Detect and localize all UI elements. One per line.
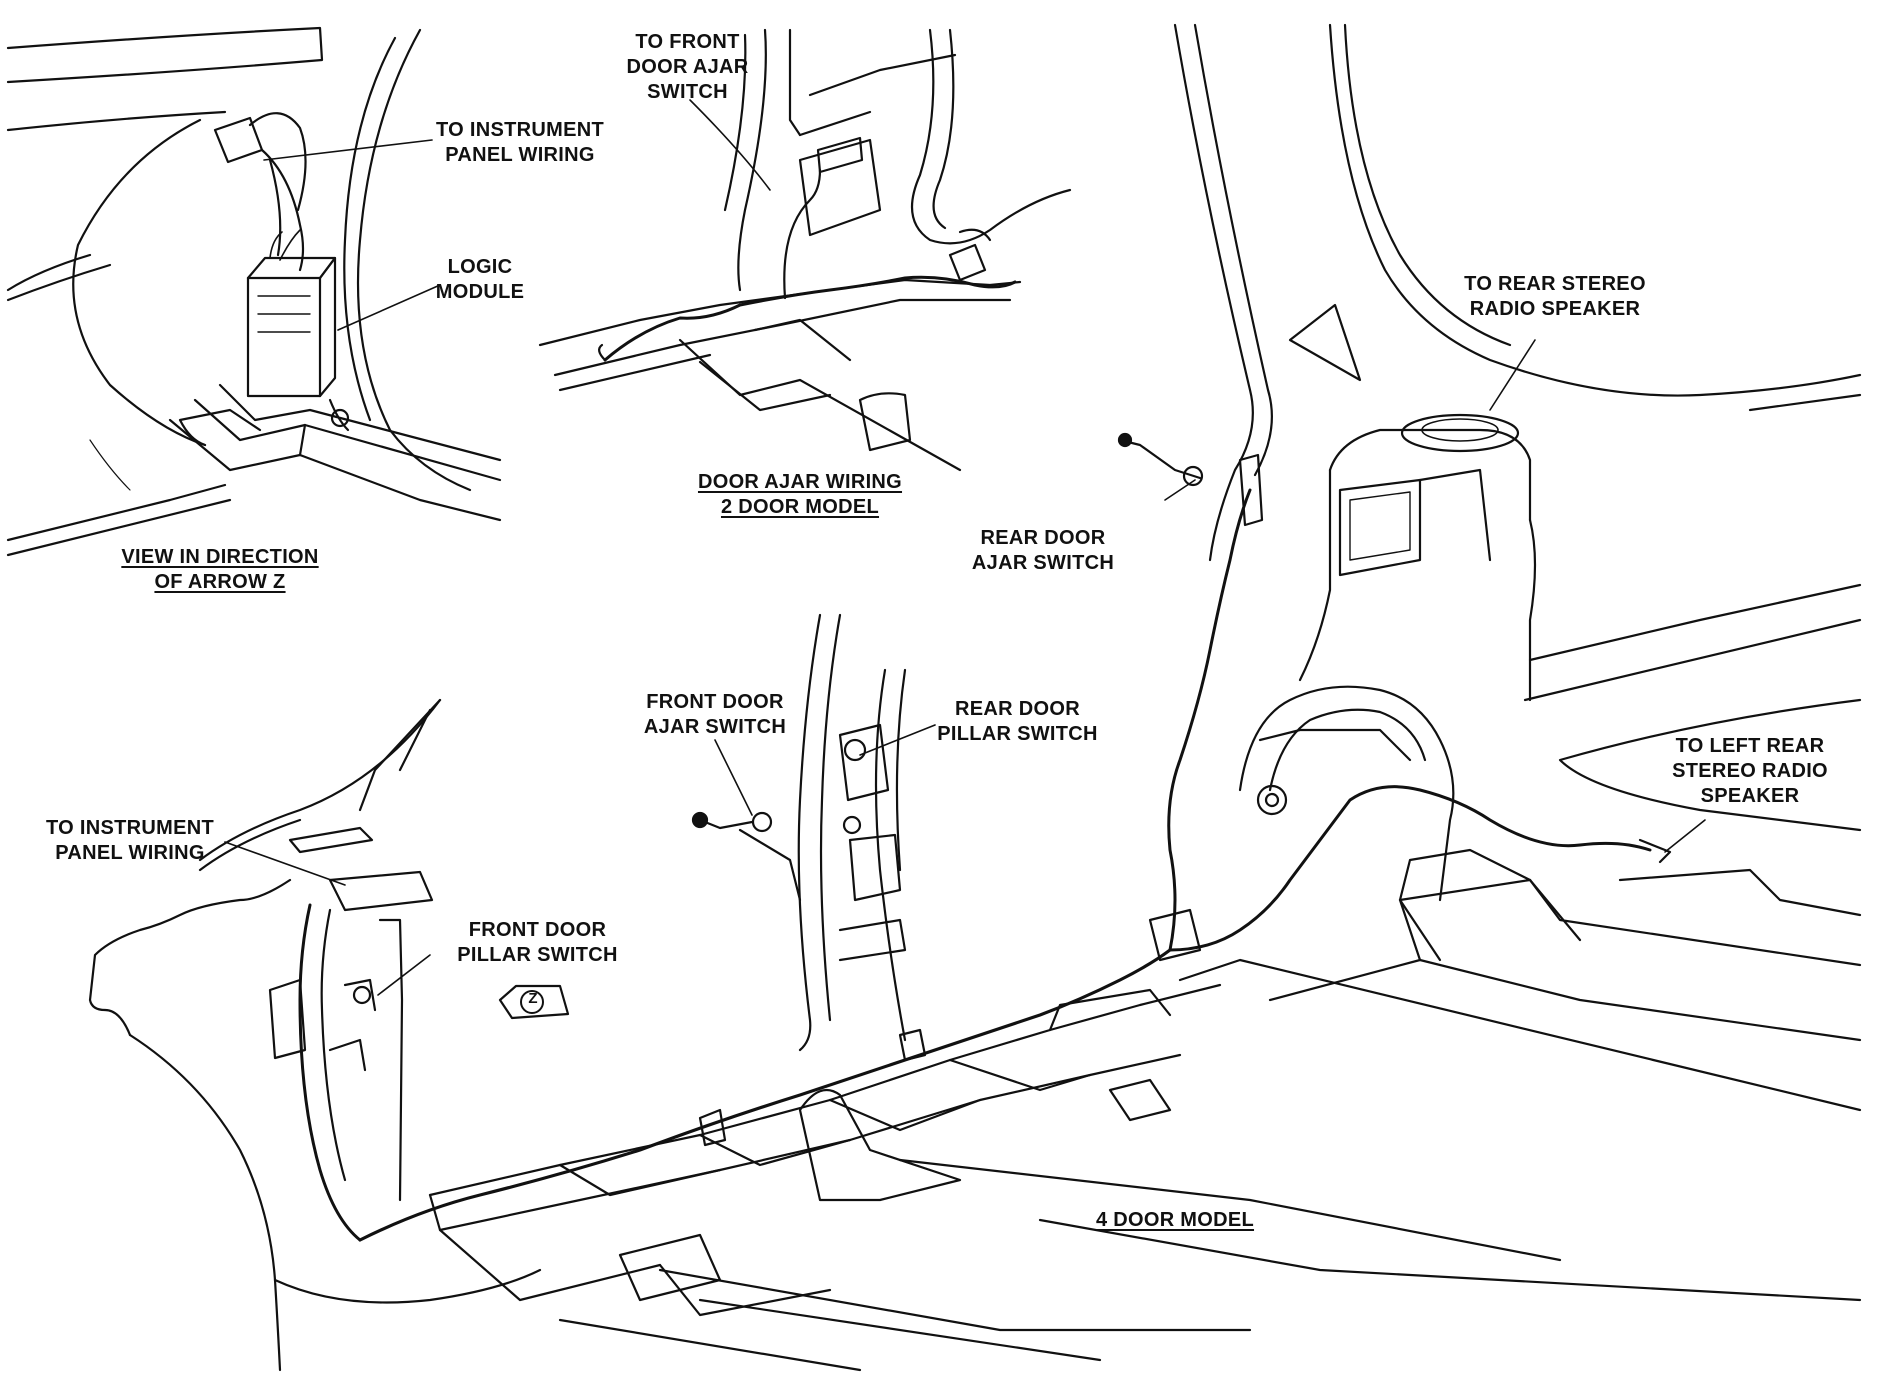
inset-2-door-model — [538, 28, 1072, 472]
main-4-door-model — [88, 23, 1862, 1372]
inset-arrow-z-view — [6, 26, 502, 557]
caption-view-in-direction-of-arrow-z: VIEW IN DIRECTION OF ARROW Z — [121, 546, 319, 593]
label-rear-door-ajar-switch: REAR DOOR AJAR SWITCH — [971, 527, 1115, 574]
label-to-front-door-ajar-switch: TO FRONT DOOR AJAR SWITCH — [626, 31, 749, 103]
caption-4-door-model: 4 DOOR MODEL — [1095, 1209, 1255, 1231]
label-logic-module: LOGIC MODULE — [435, 256, 525, 303]
label-to-rear-stereo-radio-speaker: TO REAR STEREO RADIO SPEAKER — [1464, 273, 1646, 320]
label-to-instrument-panel-wiring-top: TO INSTRUMENT PANEL WIRING — [436, 119, 604, 166]
label-to-instrument-panel-wiring-bottom: TO INSTRUMENT PANEL WIRING — [46, 817, 214, 864]
label-front-door-pillar-switch: FRONT DOOR PILLAR SWITCH — [457, 919, 618, 966]
caption-door-ajar-wiring-2-door-model: DOOR AJAR WIRING 2 DOOR MODEL — [697, 471, 903, 518]
arrow-z-icon — [498, 984, 570, 1020]
label-rear-door-pillar-switch: REAR DOOR PILLAR SWITCH — [937, 698, 1098, 745]
label-to-left-rear-stereo-radio-speaker: TO LEFT REAR STEREO RADIO SPEAKER — [1672, 735, 1828, 807]
arrow-z-letter: Z — [528, 990, 538, 1007]
label-front-door-ajar-switch: FRONT DOOR AJAR SWITCH — [643, 691, 787, 738]
